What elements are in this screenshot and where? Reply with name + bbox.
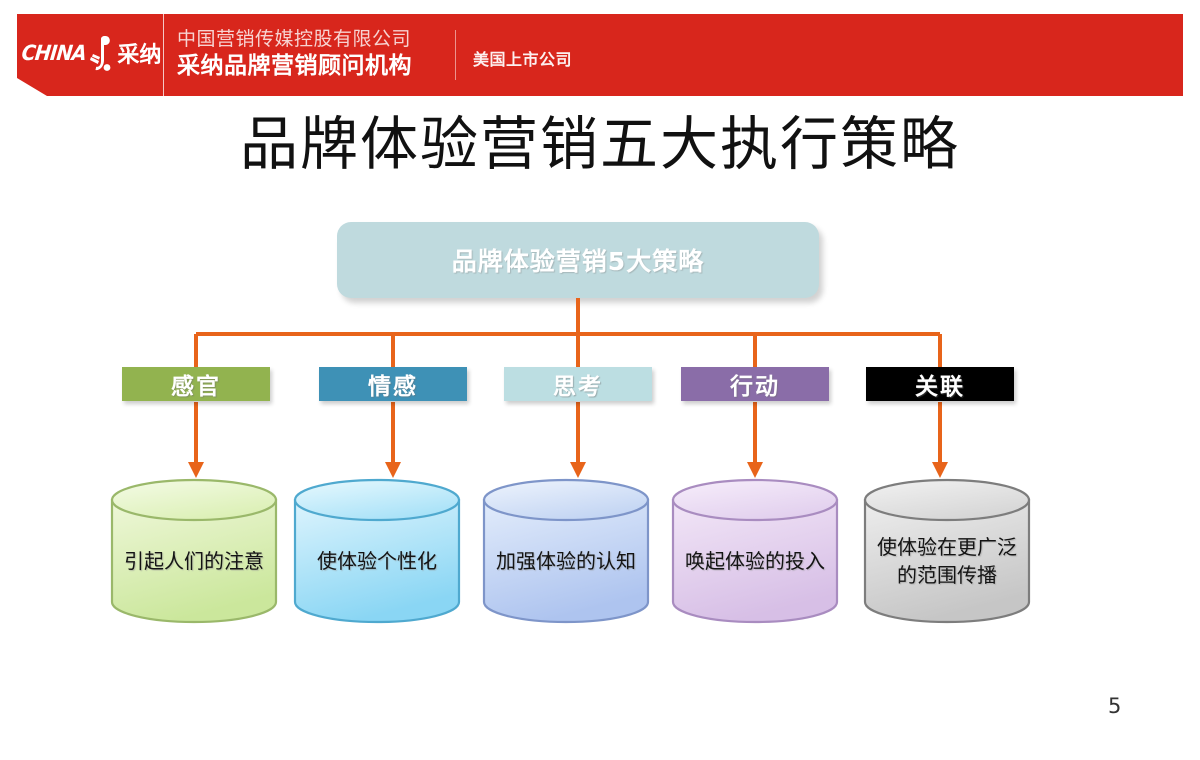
outcome-label-emotional: 使体验个性化 <box>317 549 437 573</box>
outcome-label-relating: 使体验在更广泛的范围传播 <box>877 535 1017 587</box>
category-box-emotional[interactable]: 情感 <box>319 367 467 401</box>
outcome-cylinder-relating[interactable]: 使体验在更广泛的范围传播 <box>862 478 1032 624</box>
outcome-cylinder-thinking[interactable]: 加强体验的认知 <box>481 478 651 624</box>
outcome-cylinder-sensory[interactable]: 引起人们的注意 <box>109 478 279 624</box>
category-label-thinking: 思考 <box>553 374 603 400</box>
header-divider-sub <box>455 30 456 80</box>
root-node-box: 品牌体验营销5大策略 <box>337 222 819 298</box>
category-box-relating[interactable]: 关联 <box>866 367 1014 401</box>
page-title: 品牌体验营销五大执行策略 <box>239 110 960 178</box>
running-figure-icon <box>88 33 114 73</box>
logo-chinese-text: 采纳 <box>117 43 162 68</box>
category-label-emotional: 情感 <box>368 374 418 400</box>
header-subtitle: 美国上市公司 <box>473 50 573 69</box>
header-band <box>17 14 1183 96</box>
outcome-label-sensory: 引起人们的注意 <box>124 549 264 573</box>
page-number: 5 <box>1108 694 1122 718</box>
root-node-label: 品牌体验营销5大策略 <box>451 247 705 276</box>
company-name-holding: 中国营销传媒控股有限公司 <box>177 28 412 50</box>
category-box-sensory[interactable]: 感官 <box>122 367 270 401</box>
header-divider-logo <box>163 14 164 96</box>
company-name-agency: 采纳品牌营销顾问机构 <box>177 53 412 79</box>
header-company-text: 中国营销传媒控股有限公司 采纳品牌营销顾问机构 <box>177 26 447 81</box>
outcome-label-thinking: 加强体验的认知 <box>496 549 636 573</box>
category-box-acting[interactable]: 行动 <box>681 367 829 401</box>
category-label-acting: 行动 <box>730 374 780 400</box>
category-box-thinking[interactable]: 思考 <box>504 367 652 401</box>
category-label-relating: 关联 <box>915 374 965 400</box>
category-label-sensory: 感官 <box>171 374 221 400</box>
logo-latin-text: CHINA <box>20 41 87 65</box>
outcome-cylinder-acting[interactable]: 唤起体验的投入 <box>670 478 840 624</box>
outcome-label-acting: 唤起体验的投入 <box>685 549 825 573</box>
outcome-cylinder-emotional[interactable]: 使体验个性化 <box>292 478 462 624</box>
company-logo: CHINA 采纳 <box>17 14 163 96</box>
